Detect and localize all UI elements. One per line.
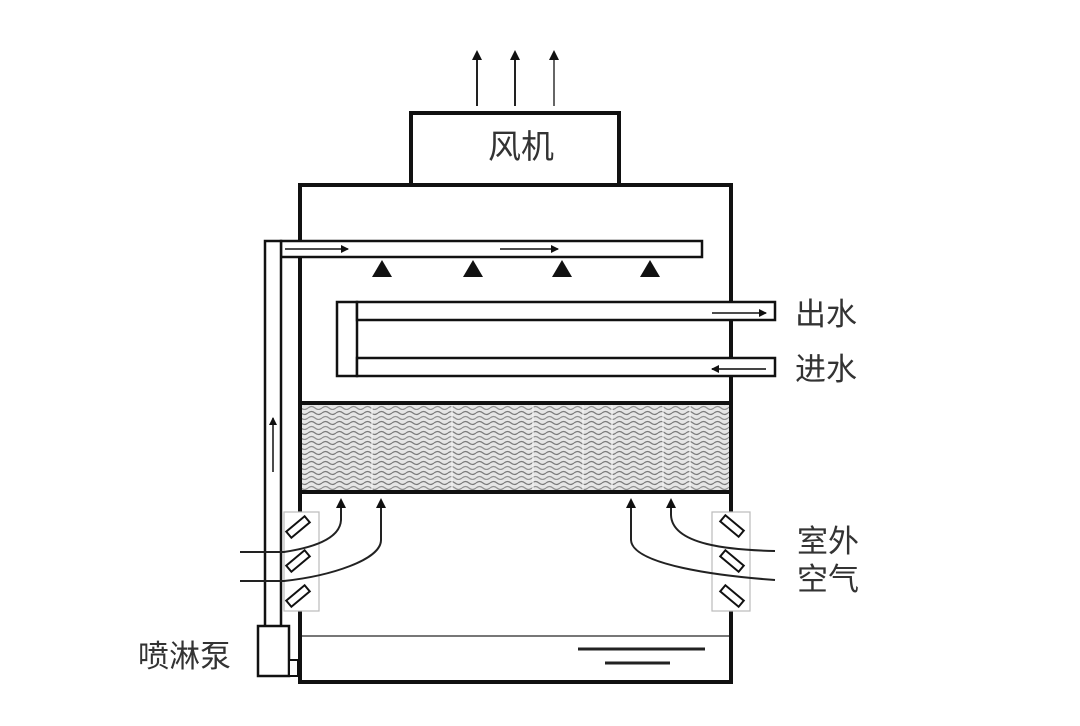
airflow-arrow bbox=[240, 498, 346, 553]
louver-blade bbox=[718, 513, 746, 539]
inlet-tube bbox=[355, 356, 777, 378]
riser-pipe bbox=[263, 239, 283, 629]
nozzle-icon bbox=[463, 260, 483, 277]
fan-label: 风机 bbox=[488, 127, 554, 166]
water-out-label: 出水 bbox=[795, 297, 857, 333]
nozzle-icon bbox=[552, 260, 572, 277]
louver-blade bbox=[718, 548, 746, 574]
right-air-inlet-louvers bbox=[711, 511, 751, 612]
exhaust-arrows bbox=[472, 50, 559, 106]
airflow-arrow bbox=[240, 498, 386, 582]
louver-blade bbox=[284, 514, 312, 540]
airflow-arrow bbox=[626, 498, 776, 581]
outlet-tube bbox=[355, 300, 777, 322]
water-in-label: 进水 bbox=[795, 352, 857, 388]
spray-nozzles bbox=[372, 260, 660, 277]
outdoor-air-label-line1: 室外 bbox=[797, 524, 859, 560]
fan-housing bbox=[409, 111, 621, 187]
spray-pump bbox=[256, 624, 299, 678]
fill-media bbox=[298, 401, 733, 494]
outdoor-air-label-line2: 空气 bbox=[797, 562, 859, 598]
louver-blade bbox=[284, 583, 312, 609]
spray-header bbox=[279, 239, 704, 259]
right-airflow-arrows bbox=[626, 498, 776, 581]
left-airflow-arrows bbox=[240, 498, 386, 582]
nozzle-icon bbox=[372, 260, 392, 277]
airflow-arrow bbox=[666, 498, 776, 552]
spray-pump-label: 喷淋泵 bbox=[138, 639, 231, 675]
louver-blade bbox=[718, 583, 746, 609]
water-basin bbox=[302, 635, 729, 665]
louver-blade bbox=[284, 548, 312, 574]
nozzle-icon bbox=[640, 260, 660, 277]
left-air-inlet-louvers bbox=[283, 511, 320, 612]
heat-exchange-coil bbox=[335, 300, 777, 378]
